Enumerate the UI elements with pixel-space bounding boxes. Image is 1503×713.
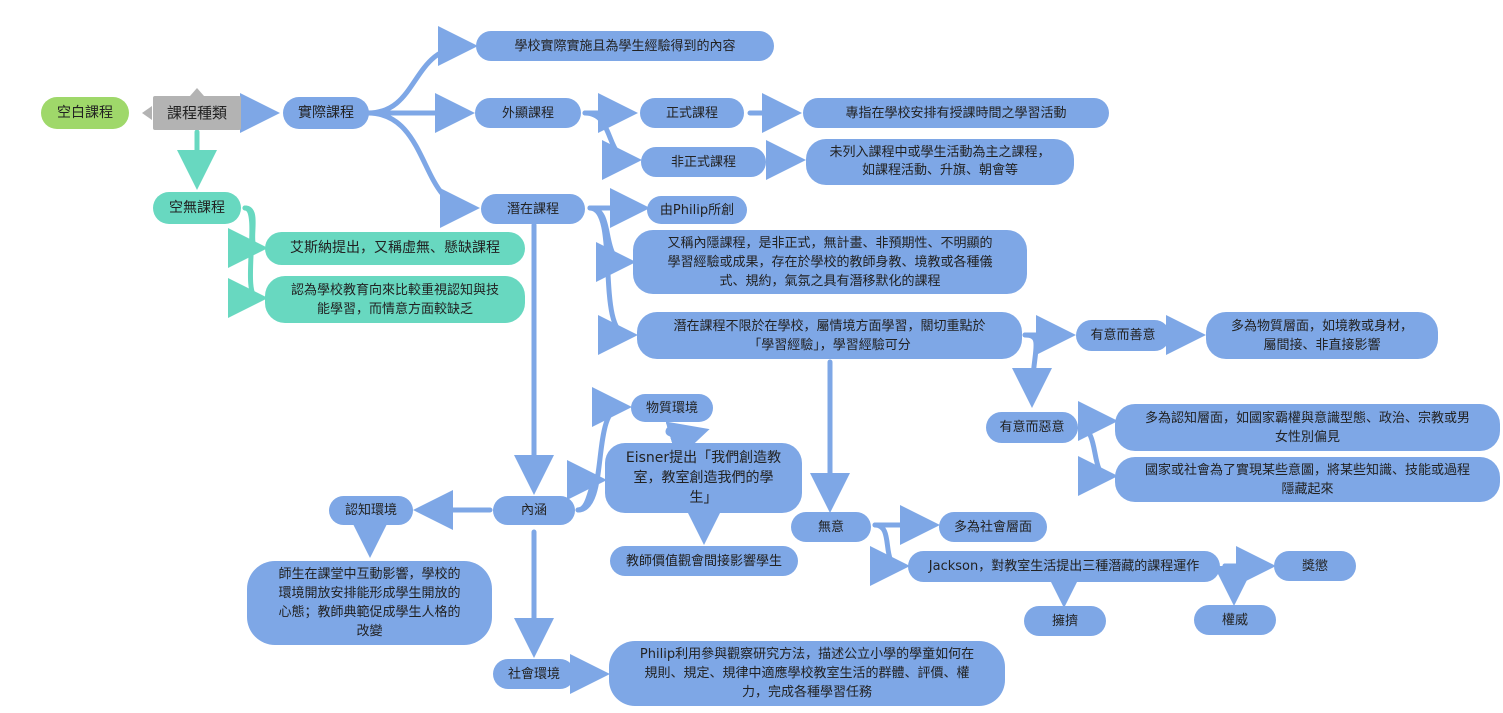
node-label: 內涵 <box>520 503 547 518</box>
node-label: 權威 <box>1221 612 1248 628</box>
node-hidden-definition[interactable]: 又稱內隱課程，是非正式，無計畫、非預期性、不明顯的 學習經驗或成果，存在於學校的… <box>633 230 1027 294</box>
node-label-line: 「學習經驗」，學習經驗可分 <box>748 337 911 353</box>
root-left-arrow <box>142 106 152 120</box>
node-intent-good[interactable]: 有意而善意 <box>1076 320 1170 351</box>
node-authority[interactable]: 權威 <box>1194 605 1276 635</box>
node-label-line: 多為物質層面，如境教或身材， <box>1230 318 1413 334</box>
node-explicit-curriculum[interactable]: 外顯課程 <box>475 98 581 128</box>
node-social-level[interactable]: 多為社會層面 <box>939 512 1047 542</box>
node-reward[interactable]: 獎懲 <box>1274 551 1356 581</box>
node-label-line: 潛在課程不限於在學校，屬情境方面學習，關切重點於 <box>673 318 986 334</box>
node-cognitive-environment[interactable]: 認知環境 <box>329 496 413 525</box>
node-label: Jackson，對教室生活提出三種潛藏的課程運作 <box>928 559 1200 574</box>
node-label: 由Philip所創 <box>659 202 735 218</box>
node-label: 有意而惡意 <box>999 420 1065 435</box>
node-intent-bad-definition-1[interactable]: 多為認知層面，如國家霸權與意識型態、政治、宗教或男 女性別偏見 <box>1115 404 1500 451</box>
node-label: 教師價值觀會間接影響學生 <box>625 553 782 569</box>
node-label-line: 隱藏起來 <box>1281 481 1334 497</box>
link-unint-jackson <box>869 522 910 586</box>
node-philip-created[interactable]: 由Philip所創 <box>647 196 747 224</box>
link-actual-hidden <box>365 110 480 228</box>
node-label-line: 學習經驗或成果，存在於學校的教師身教、境教或各種儀 <box>667 254 993 270</box>
node-label: 社會環境 <box>507 666 560 682</box>
node-label: 學校實際實施且為學生經驗得到的內容 <box>514 38 736 54</box>
node-informal-curriculum[interactable]: 非正式課程 <box>641 147 766 177</box>
node-empty-curriculum[interactable]: 空無課程 <box>153 192 241 224</box>
node-label: 認為學校教育向來比較重視認知與技能學習，而情意方面較缺乏 <box>290 282 499 317</box>
node-null-curriculum[interactable]: 空白課程 <box>41 97 129 129</box>
node-label-line: Eisner提出「我們創造教 <box>625 450 782 466</box>
node-label: 空無課程 <box>169 199 225 216</box>
node-label-line: 環境開放安排能形成學生開放的 <box>278 586 461 601</box>
node-informal-definition[interactable]: 未列入課程中或學生活動為主之課程， 如課程活動、升旗、朝會等 <box>806 139 1074 185</box>
node-jackson[interactable]: Jackson，對教室生活提出三種潛藏的課程運作 <box>908 551 1220 582</box>
link-scope-bad <box>1012 332 1053 408</box>
node-label-line: 心態；教師典範促成學生人格的 <box>278 605 461 620</box>
node-social-definition[interactable]: Philip利用參與觀察研究方法，描述公立小學的學童如何在 規則、規定、規律中適… <box>609 641 1005 706</box>
node-label: 非正式課程 <box>670 154 736 170</box>
link-explicit-informal <box>582 110 642 180</box>
node-intent-bad-definition-2[interactable]: 國家或社會為了實現某些意圖，將某些知識、技能或過程 隱藏起來 <box>1115 457 1500 502</box>
node-hidden-scope[interactable]: 潛在課程不限於在學校，屬情境方面學習，關切重點於 「學習經驗」，學習經驗可分 <box>637 312 1022 359</box>
node-label-line: 如課程活動、升旗、朝會等 <box>861 163 1018 178</box>
node-label-line: 室，教室創造我們的學 <box>633 470 774 486</box>
node-formal-definition[interactable]: 專指在學校安排有授課時間之學習活動 <box>803 98 1109 128</box>
link-content-eisner <box>566 460 607 513</box>
node-social-environment[interactable]: 社會環境 <box>493 659 575 689</box>
link-physical-eisner <box>665 421 710 460</box>
node-label: 無意 <box>817 519 844 535</box>
link-bad-def2 <box>1077 425 1118 496</box>
node-label: 課程種類 <box>166 103 227 122</box>
link-jackson-authority <box>1214 563 1255 606</box>
node-label-line: 多為認知層面，如國家霸權與意識型態、政治、宗教或男 <box>1144 410 1470 426</box>
node-eisner[interactable]: Eisner提出「我們創造教 室，教室創造我們的學 生」 <box>605 443 802 513</box>
node-label-line: 未列入課程中或學生活動為主之課程， <box>829 145 1051 160</box>
node-label: 獎懲 <box>1301 558 1328 574</box>
node-label: 潛在課程 <box>506 201 559 217</box>
node-root[interactable]: 課程種類 <box>153 96 241 130</box>
node-actual-curriculum[interactable]: 實際課程 <box>283 97 369 129</box>
node-label-line: 改變 <box>356 624 383 639</box>
node-label: 外顯課程 <box>501 105 554 121</box>
node-formal-curriculum[interactable]: 正式課程 <box>640 98 744 128</box>
node-intent-good-definition[interactable]: 多為物質層面，如境教或身材， 屬間接、非直接影響 <box>1206 312 1438 359</box>
link-actual-def <box>365 26 478 116</box>
node-label: 擁擠 <box>1051 613 1078 629</box>
node-label: 正式課程 <box>665 105 718 121</box>
link-hidden-scope <box>587 205 638 355</box>
node-label: 認知環境 <box>344 503 397 518</box>
node-physical-environment[interactable]: 物質環境 <box>631 394 713 422</box>
node-label-line: 生」 <box>689 490 718 506</box>
node-label-line: 力，完成各種學習任務 <box>741 685 872 700</box>
node-label: 有意而善意 <box>1090 328 1156 343</box>
node-hidden-curriculum[interactable]: 潛在課程 <box>481 194 585 224</box>
node-label-line: 國家或社會為了實現某些意圖，將某些知識、技能或過程 <box>1144 462 1470 478</box>
node-content[interactable]: 內涵 <box>493 496 575 525</box>
node-label: 空白課程 <box>57 104 113 121</box>
node-actual-definition[interactable]: 學校實際實施且為學生經驗得到的內容 <box>476 31 774 61</box>
node-label-line: Philip利用參與觀察研究方法，描述公立小學的學童如何在 <box>639 647 975 662</box>
node-unintended[interactable]: 無意 <box>791 512 871 542</box>
link-empty-2 <box>227 205 268 318</box>
node-label: 艾斯納提出，又稱虛無、懸缺課程 <box>290 240 500 256</box>
node-label: 專指在學校安排有授課時間之學習活動 <box>845 105 1067 121</box>
node-teacher-value[interactable]: 教師價值觀會間接影響學生 <box>610 546 798 576</box>
node-label: 多為社會層面 <box>953 519 1032 535</box>
node-label-line: 規則、規定、規律中適應學校教室生活的群體、評價、權 <box>644 666 970 681</box>
node-label-line: 又稱內隱課程，是非正式，無計畫、非預期性、不明顯的 <box>667 235 993 251</box>
node-empty-desc-2[interactable]: 認為學校教育向來比較重視認知與技能學習，而情意方面較缺乏 <box>265 276 525 323</box>
node-empty-desc-1[interactable]: 艾斯納提出，又稱虛無、懸缺課程 <box>265 232 525 265</box>
node-label: 物質環境 <box>645 400 698 416</box>
node-label-line: 女性別偏見 <box>1274 429 1340 445</box>
node-crowd[interactable]: 擁擠 <box>1024 606 1106 636</box>
node-label-line: 式、規約，氣氛之具有潛移默化的課程 <box>719 273 941 289</box>
node-intent-bad[interactable]: 有意而惡意 <box>986 412 1078 443</box>
node-cognitive-definition[interactable]: 師生在課堂中互動影響，學校的 環境開放安排能形成學生開放的 心態；教師典範促成學… <box>247 561 492 645</box>
node-label: 實際課程 <box>298 104 354 121</box>
root-up-arrow <box>190 88 204 96</box>
node-label-line: 屬間接、非直接影響 <box>1263 337 1381 353</box>
node-label-line: 師生在課堂中互動影響，學校的 <box>278 567 461 582</box>
